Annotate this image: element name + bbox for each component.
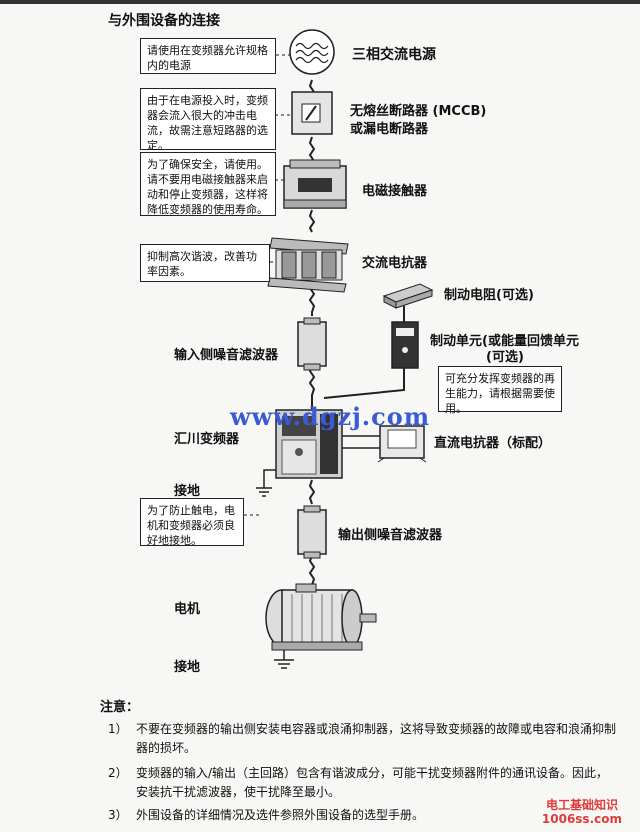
top-rule — [0, 0, 640, 4]
label-ground-1: 接地 — [174, 484, 201, 499]
note-reactor: 抑制高次谐波，改善功率因素。 — [140, 244, 270, 282]
note-contactor: 为了确保安全，请使用。请不要用电磁接触器来启动和停止变频器，这样将降低变频器的使… — [140, 152, 276, 216]
footer-note-1-num: 1） — [108, 722, 128, 736]
contactor-icon — [283, 159, 347, 209]
label-contactor: 电磁接触器 — [362, 184, 428, 199]
footer-note-2-text: 变频器的输入/输出（主回路）包含有谐波成分，可能干扰变频器附件的通讯设备。因此，… — [136, 766, 609, 799]
note-brake: 可充分发挥变频器的再生能力，请根据需要使用。 — [438, 366, 562, 415]
label-output-filter: 输出侧噪音滤波器 — [338, 528, 443, 543]
notes-heading: 注意： — [100, 700, 140, 715]
watermark-corner-line1: 电工基础知识 — [545, 798, 618, 812]
note-mccb: 由于在电源投入时，变频器会流入很大的冲击电流，故需注意短路器的选定。 — [140, 88, 276, 152]
footer-note-1: 1） 不要在变频器的输出侧安装电容器或浪涌抑制器，这将导致变频器的故障或电容和浪涌… — [108, 720, 616, 758]
footer-note-3-num: 3） — [108, 808, 128, 822]
page-title: 与外围设备的连接 — [108, 13, 220, 29]
power-source-icon — [289, 29, 335, 75]
note-power: 请使用在变频器允许规格内的电源 — [140, 38, 276, 74]
brake-unit-icon — [391, 321, 419, 369]
label-brake-resistor: 制动电阻(可选) — [444, 288, 534, 303]
label-ac-reactor: 交流电抗器 — [362, 256, 428, 271]
label-ground-2: 接地 — [174, 660, 201, 675]
footer-note-2: 2） 变频器的输入/输出（主回路）包含有谐波成分，可能干扰变频器附件的通讯设备。因… — [108, 764, 616, 802]
output-filter-icon — [297, 505, 327, 559]
ground-symbol-motor — [274, 650, 294, 669]
footer-note-3: 3） 外围设备的详细情况及选件参照外围设备的选型手册。 — [108, 806, 616, 825]
ground-symbol-inverter — [256, 469, 276, 497]
label-mccb-line2: 或漏电断路器 — [350, 122, 429, 137]
footer-note-2-num: 2） — [108, 766, 128, 780]
mccb-icon — [291, 91, 333, 135]
label-brake-unit-line2: (可选) — [486, 350, 524, 365]
brake-resistor-icon — [382, 283, 434, 309]
watermark-url: www.dgzj.com — [230, 402, 431, 431]
input-filter-icon — [297, 317, 327, 371]
inverter-icon — [275, 409, 343, 479]
ac-reactor-icon — [267, 237, 349, 293]
label-dc-reactor: 直流电抗器（标配） — [434, 436, 552, 451]
watermark-corner: 电工基础知识 1006ss.com — [542, 798, 622, 826]
note-ground: 为了防止触电，电机和变频器必须良好地接地。 — [140, 498, 244, 547]
label-motor: 电机 — [174, 602, 201, 617]
watermark-corner-line2: 1006ss.com — [541, 812, 622, 826]
label-power: 三相交流电源 — [352, 47, 436, 63]
dc-reactor-wires — [342, 435, 380, 449]
label-input-filter: 输入侧噪音滤波器 — [174, 348, 279, 363]
label-brake-unit-line1: 制动单元(或能量回馈单元 — [430, 334, 579, 349]
dc-reactor-icon — [377, 425, 427, 463]
footer-note-1-text: 不要在变频器的输出侧安装电容器或浪涌抑制器，这将导致变频器的故障或电容和浪涌抑制… — [136, 722, 617, 755]
label-mccb-line1: 无熔丝断路器 (MCCB) — [350, 104, 487, 119]
motor-icon — [265, 583, 377, 651]
label-inverter: 汇川变频器 — [174, 432, 240, 447]
footer-note-3-text: 外围设备的详细情况及选件参照外围设备的选型手册。 — [136, 808, 425, 822]
brake-unit-wire — [323, 368, 405, 399]
